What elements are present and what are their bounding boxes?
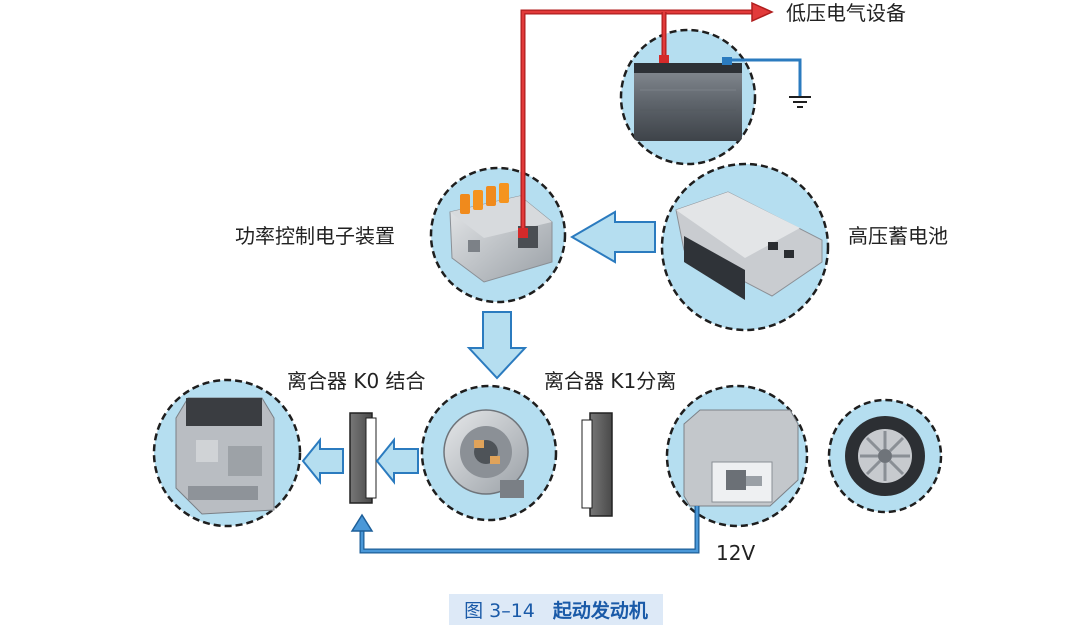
hv-battery-icon: [675, 191, 823, 300]
12v-arrow-head: [350, 513, 374, 532]
flow-arrow-motor-to-clutch: [375, 437, 419, 485]
figure-title: 起动发动机: [552, 600, 648, 622]
hv-battery-circle: [660, 162, 830, 332]
flow-arrow-clutch-to-engine: [301, 437, 344, 485]
hv-battery-label: 高压蓄电池: [848, 224, 948, 248]
hv-terminal: [518, 228, 528, 238]
clutch-k0-label: 离合器 K0 结合: [287, 369, 426, 393]
wheel-circle: [827, 398, 943, 514]
e-motor-icon: [443, 409, 529, 498]
hv-wire: [518, 1, 774, 238]
motor-circle: [420, 384, 558, 522]
power-electronics-circle: [429, 166, 567, 304]
transmission-circle: [665, 384, 809, 528]
battery-positive-terminal: [659, 55, 669, 63]
power-electronics-label: 功率控制电子装置: [235, 224, 395, 248]
clutch-k1-label: 离合器 K1分离: [544, 369, 676, 393]
flow-arrow-electronics-to-motor: [466, 311, 528, 380]
clutch-k1-plate: [581, 412, 613, 517]
power-electronics-icon: [449, 183, 553, 283]
engine-circle: [152, 378, 302, 528]
wheel-icon: [845, 416, 925, 496]
transmission-icon: [683, 409, 799, 507]
engine-icon: [175, 397, 275, 515]
clutch-k0-plate: [349, 412, 377, 504]
figure-number: 图 3–14: [464, 600, 535, 622]
battery-12v-icon: [634, 57, 742, 141]
ground-wire: [732, 58, 811, 108]
battery-12v-circle: [619, 28, 757, 166]
flow-arrow-battery-to-electronics: [570, 210, 656, 264]
low-voltage-devices-label: 低压电气设备: [786, 1, 906, 25]
starter-12v-wire: [350, 506, 700, 554]
voltage-12v-label: 12V: [716, 541, 755, 565]
figure-caption: 图 3–14 起动发动机: [449, 594, 663, 625]
ground-icon: [789, 96, 811, 108]
hv-arrow-head: [751, 1, 774, 23]
